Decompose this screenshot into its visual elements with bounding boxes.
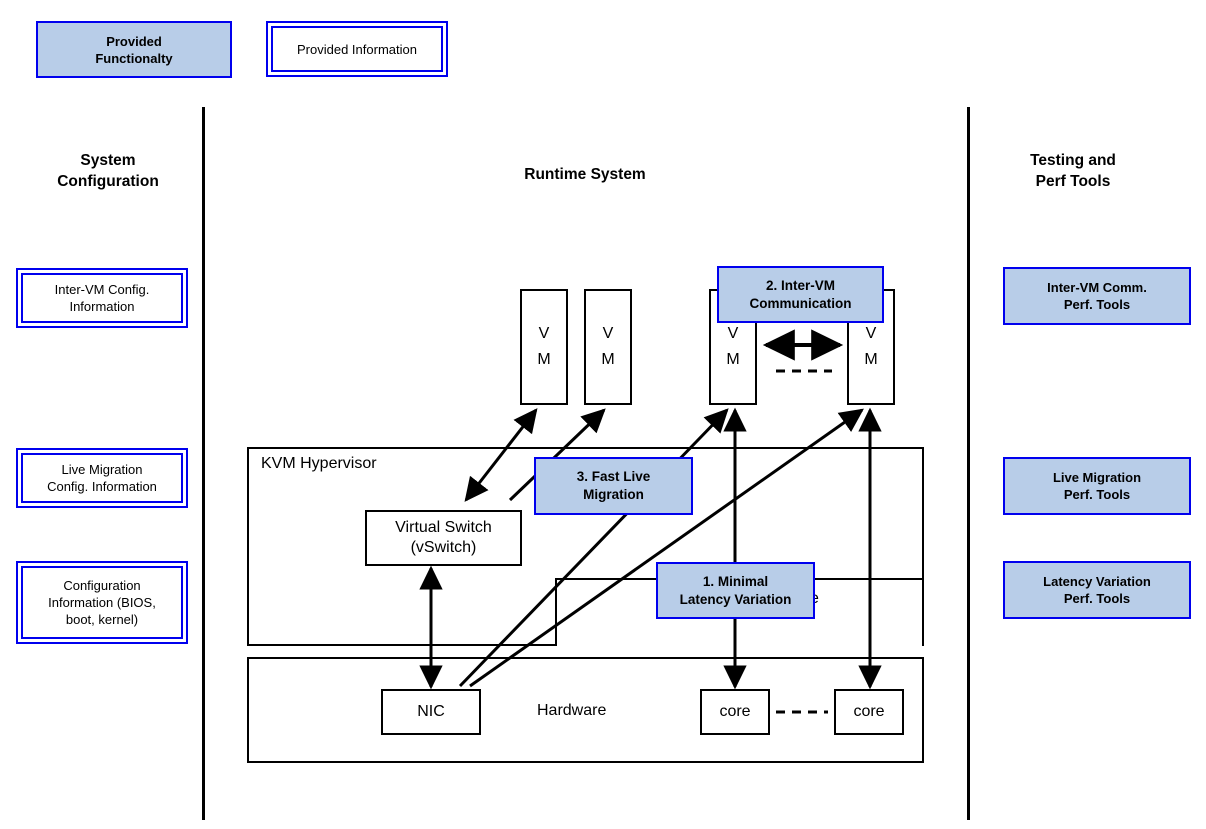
callout-inter-vm-communication: 2. Inter-VM Communication [717,266,884,323]
left-item-inter-vm-config: Inter-VM Config. Information [16,268,188,328]
right-item-live-migration-tools: Live Migration Perf. Tools [1003,457,1191,515]
hardware-label: Hardware [537,702,607,719]
heading-system-configuration: System Configuration [57,152,159,190]
kvm-hypervisor-label: KVM Hypervisor [261,455,377,472]
callout-minimal-latency-variation: 1. Minimal Latency Variation [656,562,815,619]
virtual-switch-box: Virtual Switch (vSwitch) [365,510,522,566]
legend-provided-information-box: Provided Information [266,21,448,77]
left-item-live-migration-config: Live Migration Config. Information [16,448,188,508]
callout-fast-live-migration: 3. Fast Live Migration [534,457,693,515]
heading-runtime-system: Runtime System [524,166,646,183]
left-item-configuration-information-label: Configuration Information (BIOS, boot, k… [21,566,183,639]
core-box-2: core [834,689,904,735]
vm-box-1: V M [520,289,568,405]
heading-testing-and-perf-tools: Testing and Perf Tools [1030,152,1116,190]
legend-provided-information-label: Provided Information [271,26,443,72]
left-item-configuration-information: Configuration Information (BIOS, boot, k… [16,561,188,644]
divider-left [202,107,205,820]
right-item-inter-vm-comm-tools: Inter-VM Comm. Perf. Tools [1003,267,1191,325]
core-box-1: core [700,689,770,735]
nic-box: NIC [381,689,481,735]
vm-box-2: V M [584,289,632,405]
right-item-latency-variation-tools: Latency Variation Perf. Tools [1003,561,1191,619]
left-item-live-migration-config-label: Live Migration Config. Information [21,453,183,503]
legend-provided-functionality-box: Provided Functionalty [36,21,232,78]
divider-right [967,107,970,820]
left-item-inter-vm-config-label: Inter-VM Config. Information [21,273,183,323]
